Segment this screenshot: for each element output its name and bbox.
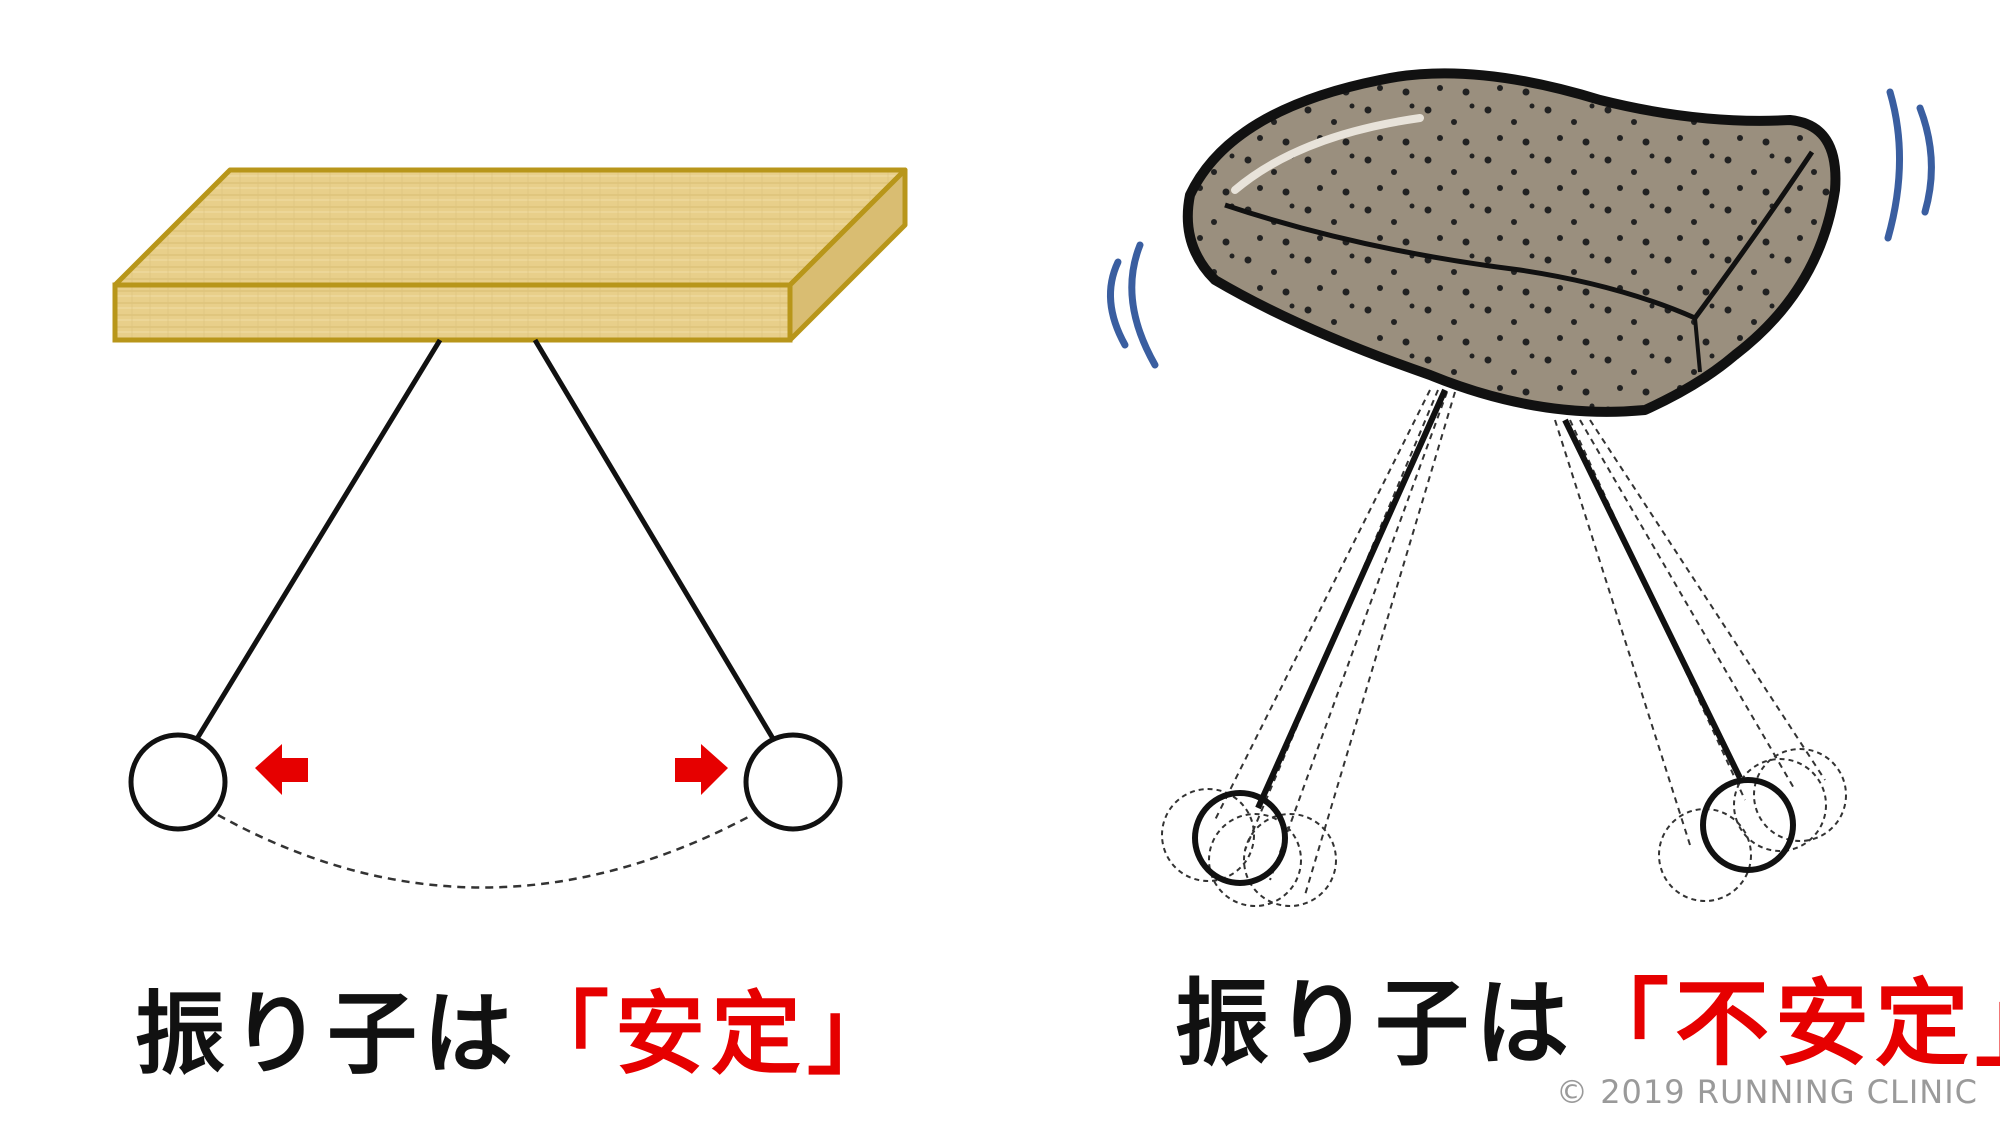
copyright-notice: © 2019 RUNNING CLINIC [1556, 1073, 1978, 1111]
ghost-bobs-left [1161, 788, 1337, 907]
wooden-board [112, 167, 908, 343]
pendulum-bob-left [128, 732, 228, 832]
pendulum-bob-right [743, 732, 843, 832]
unstable-pendulum-diagram [1106, 68, 1935, 907]
pendulum-string-right [1562, 418, 1743, 780]
stable-caption-main: 振り子は [135, 982, 519, 1087]
unstable-pendulum-panel: 振り子は「不安定」 [1000, 0, 2000, 1125]
arrow-left-icon [255, 744, 308, 795]
stone-block [1182, 68, 1841, 417]
unstable-caption: 振り子は「不安定」 [1175, 978, 2000, 1072]
ghost-strings-left [1214, 389, 1456, 896]
stable-caption-accent: 「安定」 [519, 982, 903, 1087]
pendulum-bob-right [1700, 777, 1796, 873]
pendulum-bob-left [1192, 790, 1288, 886]
ghost-bobs-right [1658, 748, 1847, 902]
arrow-right-icon [675, 744, 728, 795]
stable-pendulum-diagram [112, 167, 908, 889]
unstable-caption-accent: 「不安定」 [1575, 970, 2000, 1079]
pendulum-string-left [192, 338, 443, 744]
pendulum-string-left [1255, 388, 1448, 810]
unstable-caption-main: 振り子は [1175, 970, 1576, 1079]
stable-caption: 振り子は「安定」 [135, 990, 903, 1080]
stable-pendulum-panel: 振り子は「安定」 [112, 167, 908, 1080]
pendulum-string-right [532, 338, 778, 744]
vibration-marks-icon [1106, 88, 1935, 369]
swing-arc [217, 813, 753, 889]
